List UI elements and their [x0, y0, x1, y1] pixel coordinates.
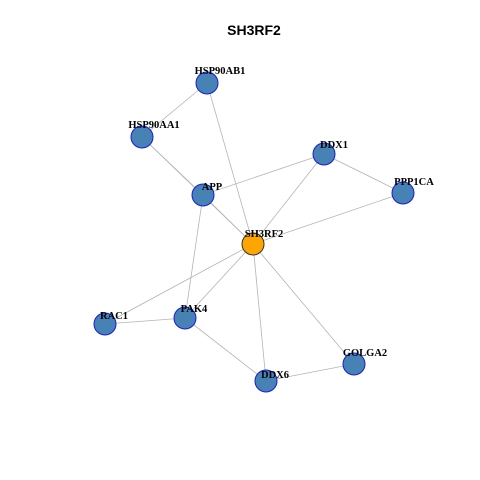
- node-label: HSP90AB1: [195, 66, 246, 77]
- node-label: HSP90AA1: [128, 120, 179, 131]
- node-circle: [93, 312, 117, 336]
- node-label: PPP1CA: [394, 177, 434, 188]
- node-hsp90ab1: HSP90AB1: [195, 66, 246, 95]
- edge-hsp90ab1-hsp90aa1: [141, 82, 208, 138]
- node-circle: [312, 142, 336, 166]
- node-rac1: RAC1: [93, 311, 128, 336]
- node-ddx1: DDX1: [312, 140, 348, 166]
- node-label: DDX6: [261, 370, 289, 381]
- edge-app-ddx1: [202, 153, 325, 196]
- node-circle: [195, 71, 219, 95]
- edge-app-pak4: [184, 194, 204, 319]
- node-circle: [191, 183, 215, 207]
- node-label: SH3RF2: [245, 229, 284, 240]
- node-label: GOLGA2: [343, 348, 387, 359]
- node-ppp1ca: PPP1CA: [391, 177, 434, 205]
- node-label: PAK4: [181, 304, 208, 315]
- node-app: APP: [191, 182, 223, 207]
- node-label: APP: [202, 182, 223, 193]
- node-circle: [254, 369, 278, 393]
- node-circle: [173, 306, 197, 330]
- node-circle: [241, 232, 265, 256]
- edge-sh3rf2-ddx6: [252, 243, 267, 382]
- edge-rac1-pak4: [104, 317, 186, 325]
- edge-ddx1-sh3rf2: [252, 153, 325, 245]
- edges-layer: [104, 82, 404, 382]
- edge-ddx6-golga2: [265, 363, 355, 382]
- edge-pak4-ddx6: [184, 317, 267, 382]
- node-golga2: GOLGA2: [342, 348, 387, 376]
- edge-app-sh3rf2: [202, 194, 254, 245]
- edge-sh3rf2-golga2: [252, 243, 355, 365]
- node-pak4: PAK4: [173, 304, 208, 330]
- edge-sh3rf2-rac1: [104, 243, 254, 325]
- graph-title: SH3RF2: [227, 22, 281, 38]
- node-circle: [130, 125, 154, 149]
- edge-sh3rf2-pak4: [184, 243, 254, 319]
- node-circle: [391, 181, 415, 205]
- edge-hsp90ab1-sh3rf2: [206, 82, 254, 245]
- edge-ppp1ca-sh3rf2: [252, 192, 404, 245]
- node-label: RAC1: [100, 311, 128, 322]
- node-label: DDX1: [320, 140, 348, 151]
- edge-ddx1-ppp1ca: [323, 153, 404, 194]
- node-hsp90aa1: HSP90AA1: [128, 120, 180, 149]
- node-circle: [342, 352, 366, 376]
- node-sh3rf2: SH3RF2: [241, 229, 284, 256]
- node-ddx6: DDX6: [254, 369, 289, 393]
